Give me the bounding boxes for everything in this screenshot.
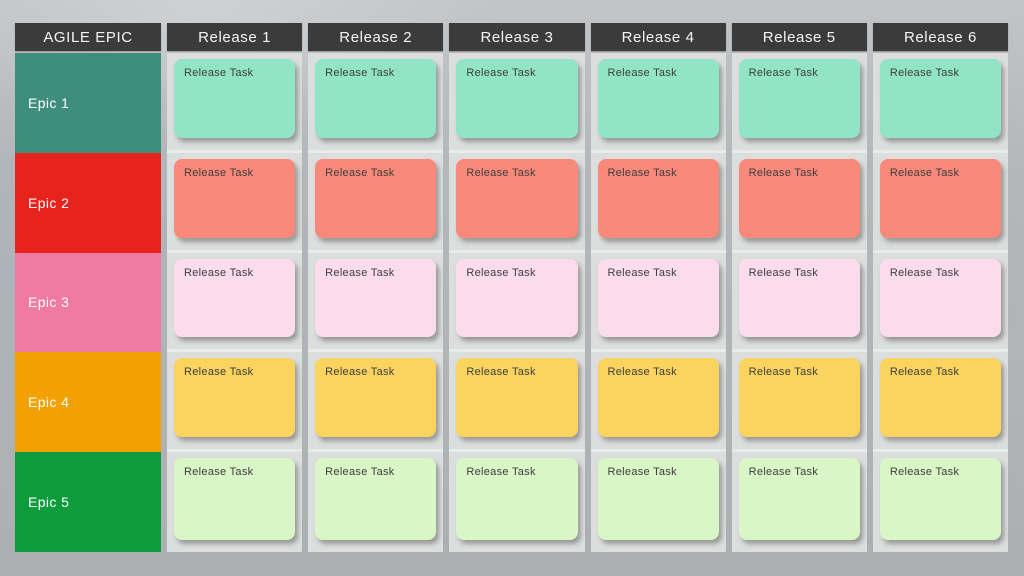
task-card[interactable]: Release Task [738, 59, 860, 138]
task-card[interactable]: Release Task [597, 358, 719, 438]
board-cell: Release Task [449, 252, 585, 353]
board-cell: Release Task [308, 252, 444, 353]
board-cell: Release Task [731, 452, 867, 552]
task-card[interactable]: Release Task [738, 358, 860, 438]
task-card[interactable]: Release Task [879, 358, 1001, 438]
task-card[interactable]: Release Task [456, 358, 578, 438]
board-cell: Release Task [308, 352, 444, 453]
board-cell: Release Task [449, 352, 585, 453]
task-card[interactable]: Release Task [456, 258, 578, 338]
task-card[interactable]: Release Task [738, 258, 860, 338]
epic-row-label-4: Epic 4 [15, 352, 161, 453]
board-cell: Release Task [449, 452, 585, 552]
task-card[interactable]: Release Task [174, 59, 296, 138]
board-cell: Release Task [872, 452, 1008, 552]
task-card[interactable]: Release Task [456, 458, 578, 540]
board-cell: Release Task [590, 352, 726, 453]
epic-rows: Epic 1 Epic 2 Epic 3 Epic 4 Epic 5 [15, 53, 161, 552]
release-column-header-2: Release 2 [308, 23, 444, 51]
epic-row-label-1: Epic 1 [15, 53, 161, 153]
task-card[interactable]: Release Task [879, 59, 1001, 138]
task-card[interactable]: Release Task [315, 59, 437, 138]
release-column-cells: Release Task Release Task Release Task R… [872, 53, 1008, 552]
task-card[interactable]: Release Task [879, 258, 1001, 338]
task-card[interactable]: Release Task [597, 59, 719, 138]
task-card[interactable]: Release Task [456, 158, 578, 238]
task-card[interactable]: Release Task [456, 59, 578, 138]
task-card[interactable]: Release Task [315, 158, 437, 238]
epic-row-label-5: Epic 5 [15, 452, 161, 552]
release-column-cells: Release Task Release Task Release Task R… [308, 53, 444, 552]
board-cell: Release Task [167, 152, 303, 253]
board-cell: Release Task [308, 452, 444, 552]
board-cell: Release Task [590, 152, 726, 253]
board-cell: Release Task [590, 452, 726, 552]
task-card[interactable]: Release Task [738, 158, 860, 238]
board-cell: Release Task [872, 53, 1008, 153]
board-cell: Release Task [731, 252, 867, 353]
epic-column-header: AGILE EPIC [15, 23, 161, 51]
epic-column: AGILE EPIC Epic 1 Epic 2 Epic 3 Epic 4 E… [15, 23, 161, 552]
board-cell: Release Task [308, 53, 444, 153]
board-cell: Release Task [872, 352, 1008, 453]
release-column-5: Release 5 Release Task Release Task Rele… [731, 23, 867, 552]
task-card[interactable]: Release Task [597, 258, 719, 338]
board-cell: Release Task [167, 252, 303, 353]
release-column-2: Release 2 Release Task Release Task Rele… [308, 23, 444, 552]
task-card[interactable]: Release Task [174, 458, 296, 540]
board-cell: Release Task [167, 352, 303, 453]
board-cell: Release Task [590, 53, 726, 153]
task-card[interactable]: Release Task [174, 158, 296, 238]
board-cell: Release Task [731, 53, 867, 153]
board-cell: Release Task [449, 53, 585, 153]
board-cell: Release Task [731, 152, 867, 253]
board-cell: Release Task [590, 252, 726, 353]
release-column-cells: Release Task Release Task Release Task R… [167, 53, 303, 552]
release-column-4: Release 4 Release Task Release Task Rele… [590, 23, 726, 552]
release-column-cells: Release Task Release Task Release Task R… [449, 53, 585, 552]
release-column-header-1: Release 1 [167, 23, 303, 51]
task-card[interactable]: Release Task [597, 158, 719, 238]
epic-row-label-2: Epic 2 [15, 152, 161, 253]
task-card[interactable]: Release Task [315, 358, 437, 438]
board-cell: Release Task [308, 152, 444, 253]
release-column-6: Release 6 Release Task Release Task Rele… [872, 23, 1008, 552]
board-cell: Release Task [731, 352, 867, 453]
release-column-cells: Release Task Release Task Release Task R… [590, 53, 726, 552]
release-column-header-6: Release 6 [872, 23, 1008, 51]
board-cell: Release Task [872, 252, 1008, 353]
board-cell: Release Task [167, 53, 303, 153]
board-cell: Release Task [872, 152, 1008, 253]
release-column-1: Release 1 Release Task Release Task Rele… [167, 23, 303, 552]
task-card[interactable]: Release Task [879, 158, 1001, 238]
release-column-3: Release 3 Release Task Release Task Rele… [449, 23, 585, 552]
task-card[interactable]: Release Task [174, 258, 296, 338]
release-column-header-4: Release 4 [590, 23, 726, 51]
release-column-header-5: Release 5 [731, 23, 867, 51]
task-card[interactable]: Release Task [315, 458, 437, 540]
release-column-cells: Release Task Release Task Release Task R… [731, 53, 867, 552]
board-cell: Release Task [449, 152, 585, 253]
task-card[interactable]: Release Task [174, 358, 296, 438]
agile-epic-board: AGILE EPIC Epic 1 Epic 2 Epic 3 Epic 4 E… [15, 23, 1008, 552]
board-cell: Release Task [167, 452, 303, 552]
epic-row-label-3: Epic 3 [15, 252, 161, 353]
task-card[interactable]: Release Task [738, 458, 860, 540]
release-column-header-3: Release 3 [449, 23, 585, 51]
task-card[interactable]: Release Task [597, 458, 719, 540]
task-card[interactable]: Release Task [315, 258, 437, 338]
task-card[interactable]: Release Task [879, 458, 1001, 540]
